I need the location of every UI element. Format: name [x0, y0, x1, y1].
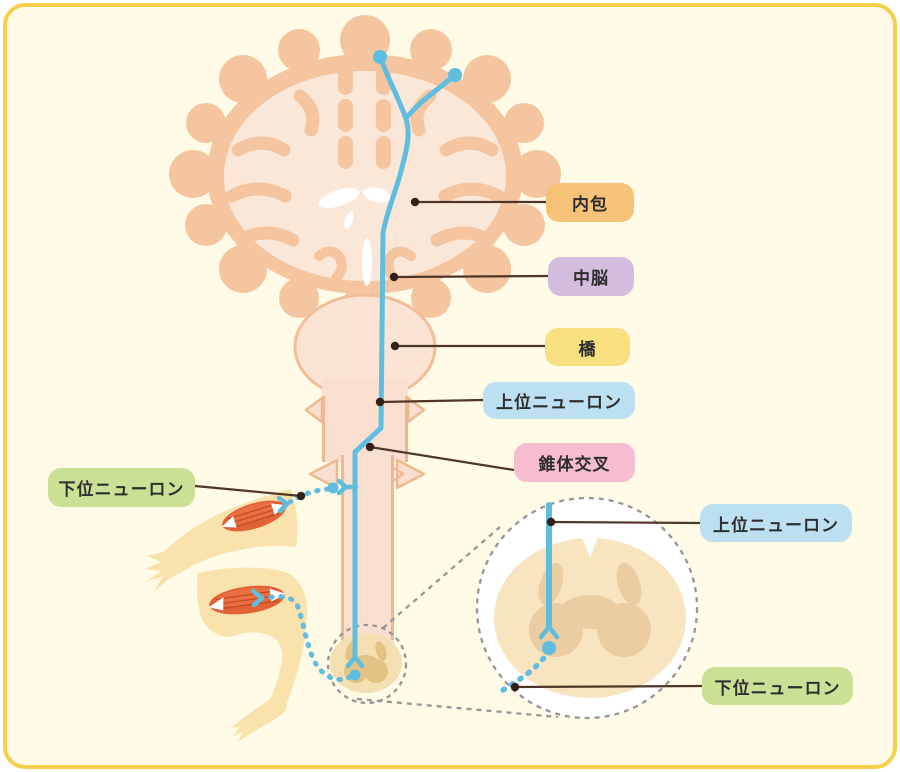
neuron-pathway	[250, 50, 462, 682]
callout-line-lower-neuron-inset	[514, 684, 703, 689]
label-midbrain: 中脳	[548, 257, 634, 296]
leg-branch-synapse	[250, 588, 365, 682]
label-upper-neuron: 上位ニューロン	[483, 382, 635, 419]
leg-illustration	[197, 567, 308, 742]
ventricles	[318, 187, 391, 286]
label-lower-neuron: 下位ニューロン	[48, 468, 195, 507]
callout-line-upper-neuron-inset	[550, 520, 701, 525]
label-internal-capsule: 内包	[546, 183, 634, 222]
nerve-root-left	[308, 458, 339, 490]
magnified-spinal-cord-inset	[475, 496, 699, 720]
label-pyramidal-decussation: 錐体交叉	[514, 443, 635, 482]
label-lower-neuron-inset: 下位ニューロン	[702, 667, 853, 705]
callout-line-pyramidal-decussation	[369, 445, 515, 472]
brain-coronal-section	[169, 15, 561, 332]
brainstem-and-spinal-cord	[293, 293, 437, 693]
spinal-cord-cross-section-small	[330, 633, 402, 693]
small-zoom-circle	[326, 623, 408, 705]
callout-lines	[194, 200, 703, 689]
arm-branch-synapse	[276, 478, 359, 514]
label-upper-neuron-inset: 上位ニューロン	[700, 504, 852, 542]
label-pons: 橋	[545, 328, 630, 366]
callout-line-lower-neuron	[194, 484, 302, 498]
magnification-connector-lines	[356, 526, 559, 719]
callout-line-midbrain	[393, 274, 549, 279]
callout-line-upper-neuron	[379, 398, 484, 404]
callout-dots	[296, 197, 556, 692]
nerve-root-right	[395, 458, 426, 490]
